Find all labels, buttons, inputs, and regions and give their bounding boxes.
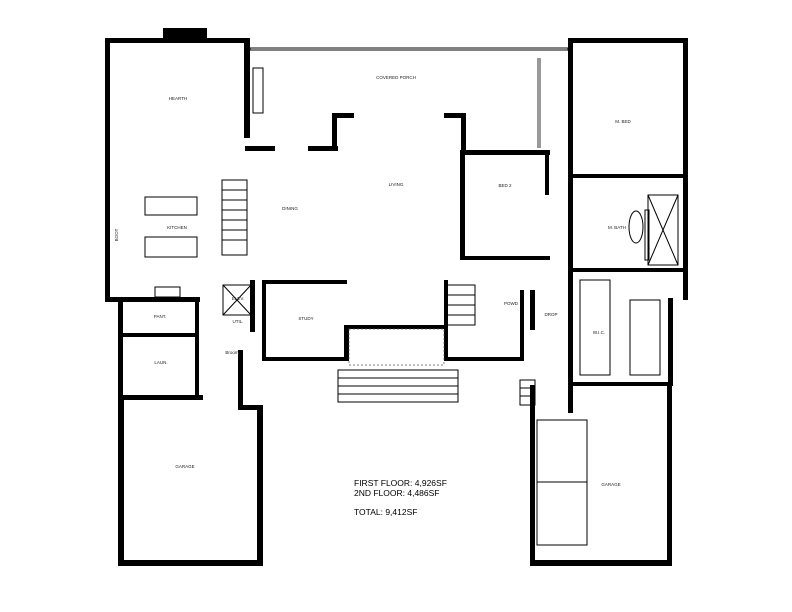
room-label-kitchen: KITCHEN <box>167 225 187 230</box>
walls <box>105 28 688 566</box>
stairs <box>221 179 536 406</box>
room-label-bed-2: BED 2 <box>498 183 512 188</box>
room-label-garage-right: GARAGE <box>601 482 620 487</box>
second-floor-area: 2ND FLOOR: 4,486SF <box>354 488 440 498</box>
room-label-elevator: ELEV. <box>232 296 244 301</box>
room-label-hearth: HEARTH <box>169 96 187 101</box>
room-label-broom: Broom <box>225 350 239 355</box>
first-floor-area: FIRST FLOOR: 4,926SF <box>354 478 447 488</box>
room-label-utility: UTIL. <box>232 319 243 324</box>
room-label-laundry: LAUN. <box>154 360 167 365</box>
room-label-covered-porch: COVERED PORCH <box>376 75 416 80</box>
room-label-powder: POWD <box>504 301 519 306</box>
room-label-master-bath: M. BATH <box>608 225 626 230</box>
room-label-wic: W.I.C. <box>593 330 605 335</box>
fixtures <box>144 47 679 546</box>
room-label-master-bed: M. BED <box>615 119 631 124</box>
room-label-dining: DINING <box>282 206 298 211</box>
room-label-drop: DROP <box>544 312 557 317</box>
room-label-boot: BOOT <box>114 228 119 241</box>
room-label-garage-left: GARAGE <box>175 464 194 469</box>
room-label-study: STUDY <box>298 316 313 321</box>
room-labels: HEARTH COVERED PORCH LIVING DINING KITCH… <box>114 75 631 487</box>
room-label-living: LIVING <box>389 182 404 187</box>
room-label-pantry: PANT. <box>154 314 166 319</box>
area-summary: FIRST FLOOR: 4,926SF 2ND FLOOR: 4,486SF … <box>354 478 447 517</box>
total-area: TOTAL: 9,412SF <box>354 507 417 517</box>
